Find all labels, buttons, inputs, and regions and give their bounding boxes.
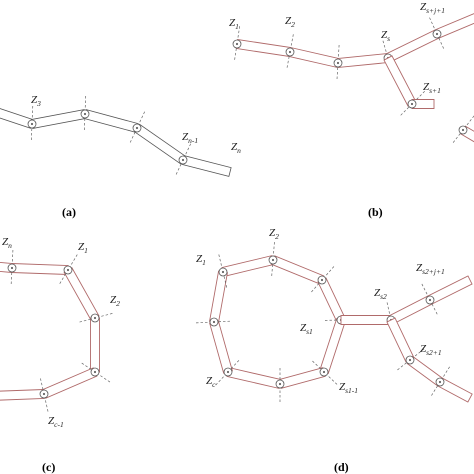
- link-segment: [288, 47, 340, 68]
- label-zsj1-b: Zs+j+1: [420, 1, 445, 15]
- link-segment: [0, 389, 45, 401]
- joint-center: [93, 316, 97, 320]
- link-segment: [30, 109, 87, 129]
- joint-center: [235, 42, 239, 46]
- joint-center: [322, 370, 326, 374]
- label-zc1-c: Zc-1: [48, 415, 64, 429]
- joint-center: [212, 320, 216, 324]
- link-segment: [383, 55, 417, 107]
- joint-center: [135, 126, 139, 130]
- label-zs1-b: Zs+1: [423, 81, 441, 95]
- link-segment: [319, 318, 346, 374]
- label-zs-b: Zs: [381, 29, 390, 43]
- panel-a: [0, 95, 232, 177]
- joint-center: [42, 392, 46, 396]
- link-segment: [41, 367, 98, 399]
- link-segment: [83, 109, 139, 133]
- panel-d-branch-2: [386, 317, 473, 403]
- label-zs2j1-d: Zs2+j+1: [416, 262, 445, 276]
- link-segment: [340, 315, 392, 325]
- joint-center: [83, 112, 87, 116]
- label-zn-1: Zn-1: [182, 131, 198, 145]
- link-segment: [133, 123, 187, 165]
- link-segment: [337, 53, 389, 68]
- label-z1-d: Z1: [196, 253, 206, 267]
- link-segment: [90, 317, 100, 373]
- caption-c: (c): [42, 460, 55, 474]
- link-segment: [226, 367, 282, 389]
- joint-center: [181, 158, 185, 162]
- label-zs11-d: Zs1-1: [339, 381, 358, 395]
- label-zs21-d: Zs2+1: [420, 343, 442, 357]
- joint-center: [221, 270, 225, 274]
- link-segment: [385, 29, 440, 63]
- panel-b: [232, 13, 474, 81]
- label-zc-d: Zc: [206, 375, 216, 389]
- link-segment: [221, 255, 275, 277]
- link-segment: [209, 320, 233, 374]
- joint-center: [93, 370, 97, 374]
- link-segment: [427, 275, 473, 305]
- label-zn-c: Zn: [2, 236, 12, 250]
- joint-center: [320, 278, 324, 282]
- panel-d-branch: [340, 275, 473, 338]
- link-segment: [270, 255, 325, 285]
- label-z1-c: Z1: [78, 241, 88, 255]
- link-segment: [63, 267, 100, 321]
- label-z2-c: Z2: [110, 294, 120, 308]
- joint-center: [30, 122, 34, 126]
- link-segment: [386, 317, 415, 363]
- joint-center: [410, 102, 414, 106]
- joint-center: [10, 266, 14, 270]
- joint-center: [271, 258, 275, 262]
- joint-center: [336, 61, 340, 65]
- label-zs2-d: Zs2: [374, 287, 387, 301]
- link-segment: [235, 39, 292, 57]
- joint-center: [428, 298, 432, 302]
- joint-axis: [451, 115, 474, 145]
- joint-axis: [429, 17, 445, 51]
- link-segment: [181, 155, 232, 177]
- caption-a: (a): [62, 205, 76, 219]
- link-segment: [278, 367, 326, 389]
- label-z1-b: Z1: [229, 17, 239, 31]
- link-segment: [11, 263, 69, 275]
- label-z2-b: Z2: [285, 15, 295, 29]
- joint-center: [408, 358, 412, 362]
- label-z2-d: Z2: [269, 227, 279, 241]
- panel-d: [196, 242, 360, 402]
- joint-center: [461, 128, 465, 132]
- label-zn: Zn: [231, 141, 241, 155]
- joint-center: [226, 370, 230, 374]
- label-zs1-d: Zs1: [300, 322, 313, 336]
- label-z3: Z3: [31, 94, 41, 108]
- joint-center: [438, 380, 442, 384]
- joint-center: [66, 268, 70, 272]
- caption-d: (d): [334, 460, 349, 474]
- joint-center: [288, 50, 292, 54]
- joint-axis: [382, 40, 394, 76]
- joint-center: [435, 32, 439, 36]
- link-segment: [209, 270, 228, 324]
- joint-center: [278, 382, 282, 386]
- panel-c: [0, 250, 113, 412]
- panel-b-branch: [383, 55, 474, 145]
- caption-b: (b): [368, 205, 383, 219]
